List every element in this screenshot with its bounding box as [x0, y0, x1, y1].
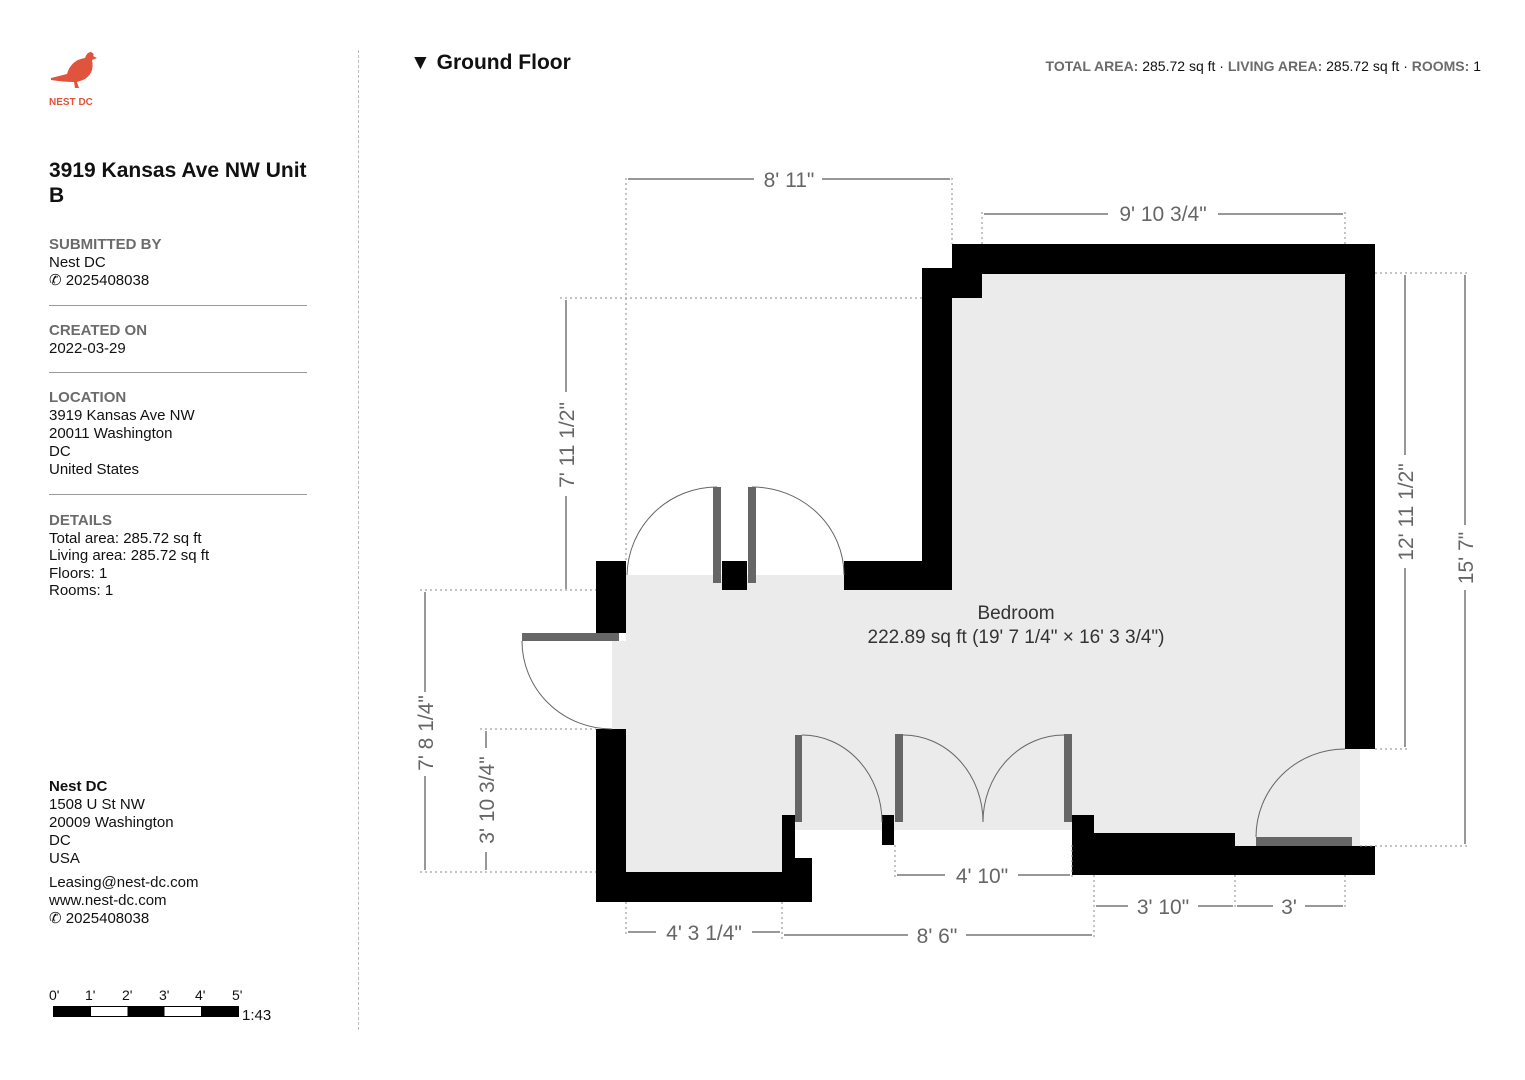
rooms-label: ROOMS:	[1411, 58, 1470, 74]
created-label: CREATED ON	[49, 322, 148, 339]
scale-tick: 3'	[159, 987, 170, 1003]
dimension-lines	[424, 178, 1466, 936]
scale-tick: 2'	[122, 987, 133, 1003]
submitted-phone: 2025408038	[65, 272, 150, 289]
created-date: 2022-03-29	[49, 340, 126, 357]
location-line: United States	[49, 461, 140, 478]
logo-text: NEST DC	[49, 97, 93, 108]
dim-left-3: 3' 10 3/4"	[476, 756, 499, 843]
dim-right-1: 12' 11 1/2"	[1395, 463, 1418, 560]
living-area-value: 285.72 sq ft	[1326, 58, 1400, 74]
company-line: 20009 Washington	[49, 814, 174, 831]
scale-tick: 5'	[232, 987, 243, 1003]
room-area: 222.89 sq ft (19' 7 1/4" × 16' 3 3/4")	[868, 627, 1165, 648]
separator: ·	[1403, 58, 1408, 74]
company-phone: 2025408038	[65, 910, 150, 927]
company-line: USA	[49, 850, 80, 867]
dim-left-2: 7' 8 1/4"	[415, 695, 438, 771]
total-area-value: 285.72 sq ft	[1142, 58, 1216, 74]
floor-header[interactable]: ▼ Ground Floor	[410, 51, 571, 75]
rooms-value: 1	[1473, 58, 1481, 74]
bird-logo-icon	[51, 52, 97, 88]
divider	[49, 305, 307, 306]
floor-summary: TOTAL AREA: 285.72 sq ft · LIVING AREA: …	[1046, 58, 1481, 74]
company-section: Nest DC 1508 U St NW 20009 Washington DC…	[49, 778, 307, 928]
dimension-labels: 8' 11" 9' 10 3/4" 7' 11 1/2" 7' 8 1/4" 3…	[415, 169, 1478, 948]
company-line: 1508 U St NW	[49, 796, 145, 813]
location-line: 20011 Washington	[49, 425, 173, 442]
phone-icon: ✆	[49, 272, 66, 289]
submitted-section: SUBMITTED BY Nest DC ✆ 2025408038	[49, 236, 307, 290]
company-web: www.nest-dc.com	[49, 892, 167, 909]
location-line: DC	[49, 443, 71, 460]
details-label: DETAILS	[49, 512, 113, 529]
details-section: DETAILS Total area: 285.72 sq ft Living …	[49, 512, 307, 600]
details-line: Living area: 285.72 sq ft	[49, 547, 210, 564]
property-title: 3919 Kansas Ave NW Unit B	[49, 159, 307, 207]
dim-bottom-1: 4' 3 1/4"	[666, 922, 742, 945]
dim-bottom-2: 8' 6"	[917, 925, 958, 948]
details-line: Floors: 1	[49, 564, 108, 582]
dim-top-1: 8' 11"	[764, 169, 815, 192]
details-line: Total area: 285.72 sq ft	[49, 529, 202, 547]
page-divider	[358, 50, 359, 1030]
separator: ·	[1219, 58, 1224, 74]
dim-bottom-3: 4' 10"	[956, 865, 1008, 888]
scale-bar: 0' 1' 2' 3' 4' 5' 1:43	[49, 987, 289, 1027]
location-label: LOCATION	[49, 389, 127, 406]
location-section: LOCATION 3919 Kansas Ave NW 20011 Washin…	[49, 389, 307, 479]
phone-icon: ✆	[49, 910, 66, 927]
dim-left-1: 7' 11 1/2"	[556, 402, 579, 488]
extension-lines	[420, 178, 1470, 940]
submitted-label: SUBMITTED BY	[49, 236, 162, 253]
logo: NEST DC	[49, 48, 99, 108]
doors	[521, 486, 1352, 846]
total-area-label: TOTAL AREA:	[1045, 58, 1139, 74]
floor-title: Ground Floor	[436, 51, 571, 74]
divider	[49, 494, 307, 495]
scale-tick: 4'	[195, 987, 206, 1003]
location-line: 3919 Kansas Ave NW	[49, 407, 195, 424]
company-name: Nest DC	[49, 778, 108, 795]
created-section: CREATED ON 2022-03-29	[49, 322, 307, 358]
dim-right-2: 15' 7"	[1455, 532, 1478, 584]
scale-tick: 0'	[49, 987, 60, 1003]
dim-bottom-4: 3' 10"	[1137, 896, 1189, 919]
living-area-label: LIVING AREA:	[1227, 58, 1323, 74]
company-email: Leasing@nest-dc.com	[49, 874, 199, 891]
scale-tick: 1'	[85, 987, 96, 1003]
details-line: Rooms: 1	[49, 582, 114, 599]
room-name: Bedroom	[977, 603, 1054, 624]
walls	[596, 244, 1375, 902]
divider	[49, 372, 307, 373]
company-line: DC	[49, 832, 71, 849]
dim-top-2: 9' 10 3/4"	[1119, 203, 1206, 226]
scale-graphic	[53, 1006, 239, 1017]
collapse-triangle-icon[interactable]: ▼	[410, 51, 431, 74]
dim-bottom-5: 3'	[1281, 896, 1297, 919]
scale-ratio: 1:43	[242, 1007, 272, 1024]
submitted-name: Nest DC	[49, 254, 106, 271]
room-floor	[612, 274, 1360, 872]
